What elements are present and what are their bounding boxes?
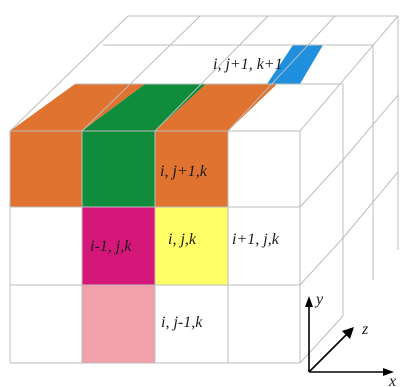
- z-axis-label: z: [361, 321, 369, 338]
- z-axis-line: [308, 332, 349, 373]
- label-center: i, j,k: [168, 231, 197, 248]
- below-cell-pink: [82, 285, 155, 363]
- cell-labels: i, j+1, k+1 i, j+1,k i-1, j,k i, j,k i+1…: [90, 56, 283, 331]
- label-top-back: i, j+1, k+1: [213, 56, 283, 73]
- front-upper-right-orange: [155, 131, 228, 207]
- label-front-up: i, j+1,k: [160, 163, 208, 180]
- front-upper-middle-green: [82, 131, 155, 207]
- x-axis-arrowhead: [383, 368, 394, 376]
- label-left: i-1, j,k: [90, 238, 132, 255]
- y-axis-label: y: [314, 291, 324, 308]
- front-upper-left-orange: [10, 131, 82, 207]
- left-neighbor-cell-magenta: [82, 207, 155, 285]
- label-right: i+1, j,k: [232, 231, 280, 248]
- y-axis-arrowhead: [305, 296, 313, 307]
- top-face-right-orange: [155, 84, 277, 131]
- z-axis-arrowhead: [342, 327, 354, 339]
- axis-triad: [305, 296, 394, 376]
- top-face-middle-green: [82, 84, 206, 131]
- label-below: i, j-1,k: [161, 314, 203, 331]
- x-axis-label: x: [388, 373, 396, 387]
- colored-cells: [10, 45, 323, 363]
- center-cell-yellow: [155, 207, 228, 285]
- top-face-left-orange: [10, 84, 145, 131]
- grid-lines: [9, 15, 399, 364]
